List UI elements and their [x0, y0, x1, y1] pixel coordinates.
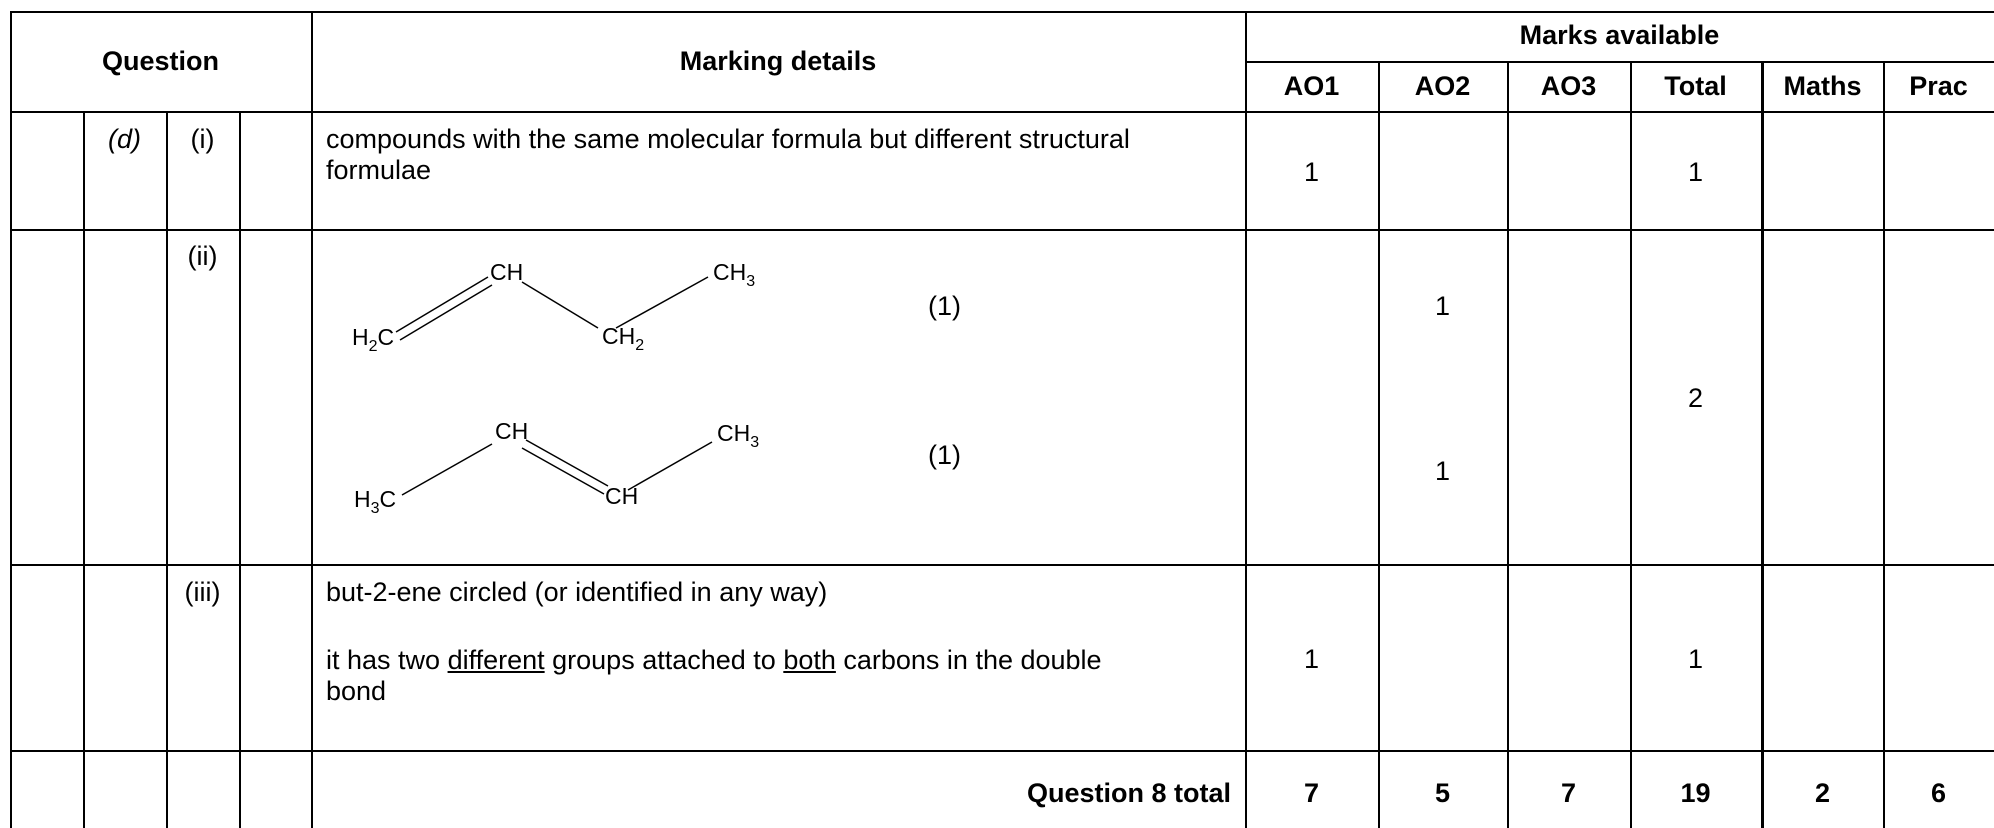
structure-but-1-ene: H2C CH CH2 CH3 [352, 259, 755, 355]
atom-label: CH3 [717, 420, 759, 451]
grid-line [1245, 61, 1994, 63]
atom-label: H3C [354, 486, 396, 517]
text-run: it has two [326, 645, 448, 675]
text-run: carbons in the double [835, 645, 1102, 675]
grid-line [83, 111, 85, 828]
mark-total: 2 [1687, 383, 1704, 413]
question-total-label: Question 8 total [1026, 778, 1231, 808]
grid-line [10, 750, 1994, 752]
header-col-total: Total [1664, 71, 1727, 101]
underlined-word: different [447, 645, 545, 675]
underlined-word: both [783, 645, 836, 675]
mark-indicator: (1) [928, 291, 961, 321]
marking-text: compounds with the same molecular formul… [326, 124, 1130, 185]
grid-line [1245, 11, 1247, 828]
text-run: bond [326, 676, 387, 706]
atom-label: CH3 [713, 259, 755, 290]
total-maths: 2 [1814, 778, 1831, 808]
header-marks-available: Marks available [1519, 20, 1720, 50]
mark-ao1: 1 [1303, 644, 1320, 674]
grid-line [1883, 61, 1885, 828]
part-label: (d) [108, 124, 141, 154]
grid-line [1507, 61, 1509, 828]
grid-line [10, 111, 1994, 113]
mark-indicator: (1) [928, 440, 961, 470]
atom-label: CH2 [602, 323, 644, 354]
grid-line [1378, 61, 1380, 828]
total-total: 19 [1680, 778, 1711, 808]
grid-line [166, 111, 168, 828]
sub-part-label: (iii) [184, 577, 221, 607]
header-marking-details: Marking details [679, 46, 877, 76]
total-ao3: 7 [1560, 778, 1577, 808]
header-col-ao2: AO2 [1414, 71, 1471, 101]
mark-total: 1 [1687, 644, 1704, 674]
grid-line [1630, 61, 1632, 828]
sub-part-label: (ii) [187, 241, 218, 271]
grid-line [10, 11, 12, 828]
header-question: Question [101, 46, 219, 76]
sub-part-label: (i) [190, 124, 215, 154]
header-col-ao1: AO1 [1283, 71, 1340, 101]
atom-label: H2C [352, 324, 394, 355]
total-ao1: 7 [1303, 778, 1320, 808]
mark-ao1: 1 [1303, 157, 1320, 187]
header-col-maths: Maths [1783, 71, 1862, 101]
atom-label: CH [495, 418, 528, 444]
grid-line [10, 11, 1994, 13]
text-run: groups attached to [544, 645, 784, 675]
grid-line [10, 229, 1994, 231]
header-col-prac: Prac [1909, 71, 1968, 101]
grid-line [10, 564, 1994, 566]
grid-line [311, 11, 313, 828]
mark-total: 1 [1687, 157, 1704, 187]
header-col-ao3: AO3 [1540, 71, 1597, 101]
structure-but-2-ene: H3C CH CH CH3 [354, 418, 759, 517]
total-ao2: 5 [1434, 778, 1451, 808]
atom-label: CH [605, 483, 638, 509]
marking-text: but-2-ene circled (or identified in any … [326, 577, 828, 607]
grid-line [239, 111, 241, 828]
total-prac: 6 [1930, 778, 1947, 808]
mark-ao2: 1 [1434, 456, 1451, 486]
grid-line [1761, 61, 1764, 828]
marking-text: it has two different groups attached to … [326, 645, 1226, 707]
atom-label: CH [490, 259, 523, 285]
mark-ao2: 1 [1434, 291, 1451, 321]
